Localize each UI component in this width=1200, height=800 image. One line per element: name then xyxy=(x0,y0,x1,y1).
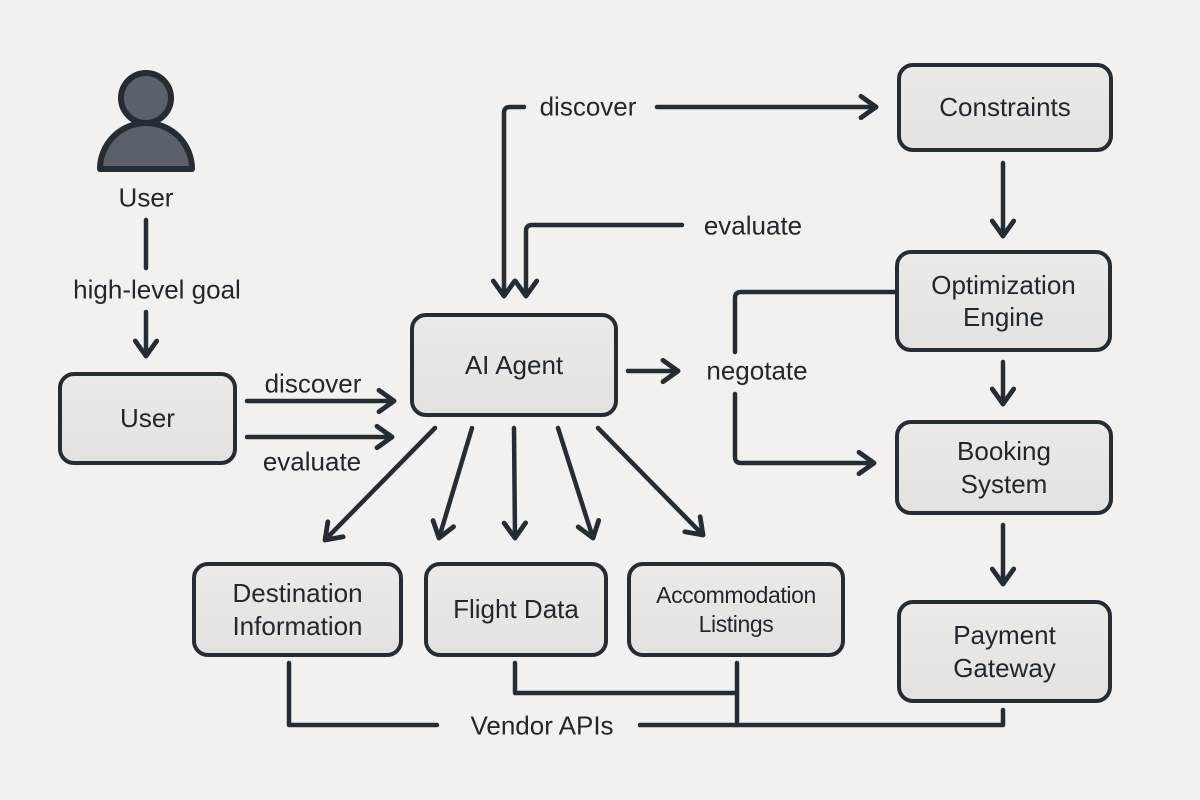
edge-label-evaluate-mid: evaluate xyxy=(703,210,803,241)
node-ai-agent: AI Agent xyxy=(410,313,618,417)
node-user: User xyxy=(58,372,237,465)
edge-label-discover-top: discover xyxy=(539,91,637,122)
node-accommodation-listings: Accommodation Listings xyxy=(627,562,845,657)
node-constraints: Constraints xyxy=(897,63,1113,152)
node-optimization-engine-label: Optimization Engine xyxy=(931,269,1076,333)
node-accommodation-listings-label: Accommodation Listings xyxy=(656,581,816,637)
node-destination-information-label: Destination Information xyxy=(232,578,363,641)
node-destination-information: Destination Information xyxy=(192,562,403,657)
node-ai-agent-label: AI Agent xyxy=(464,349,564,380)
person-icon xyxy=(97,70,195,172)
user-icon-label: User xyxy=(118,182,174,213)
node-booking-system: Booking System xyxy=(895,420,1113,515)
node-user-label: User xyxy=(120,403,175,434)
edge-label-discover-user: discover xyxy=(264,368,362,399)
node-optimization-engine: Optimization Engine xyxy=(895,250,1112,352)
node-constraints-label: Constraints xyxy=(939,92,1071,123)
node-flight-data-label: Flight Data xyxy=(453,594,579,625)
node-payment-gateway-label: Payment Gateway xyxy=(953,620,1056,683)
edge-label-high-level-goal: high-level goal xyxy=(73,274,241,305)
node-booking-system-label: Booking System xyxy=(957,436,1051,499)
node-flight-data: Flight Data xyxy=(424,562,608,657)
edge-label-negotate: negotate xyxy=(706,355,808,386)
edge-label-vendor-apis: Vendor APIs xyxy=(470,710,614,741)
node-payment-gateway: Payment Gateway xyxy=(897,600,1112,703)
edge-label-evaluate-user: evaluate xyxy=(262,446,362,477)
